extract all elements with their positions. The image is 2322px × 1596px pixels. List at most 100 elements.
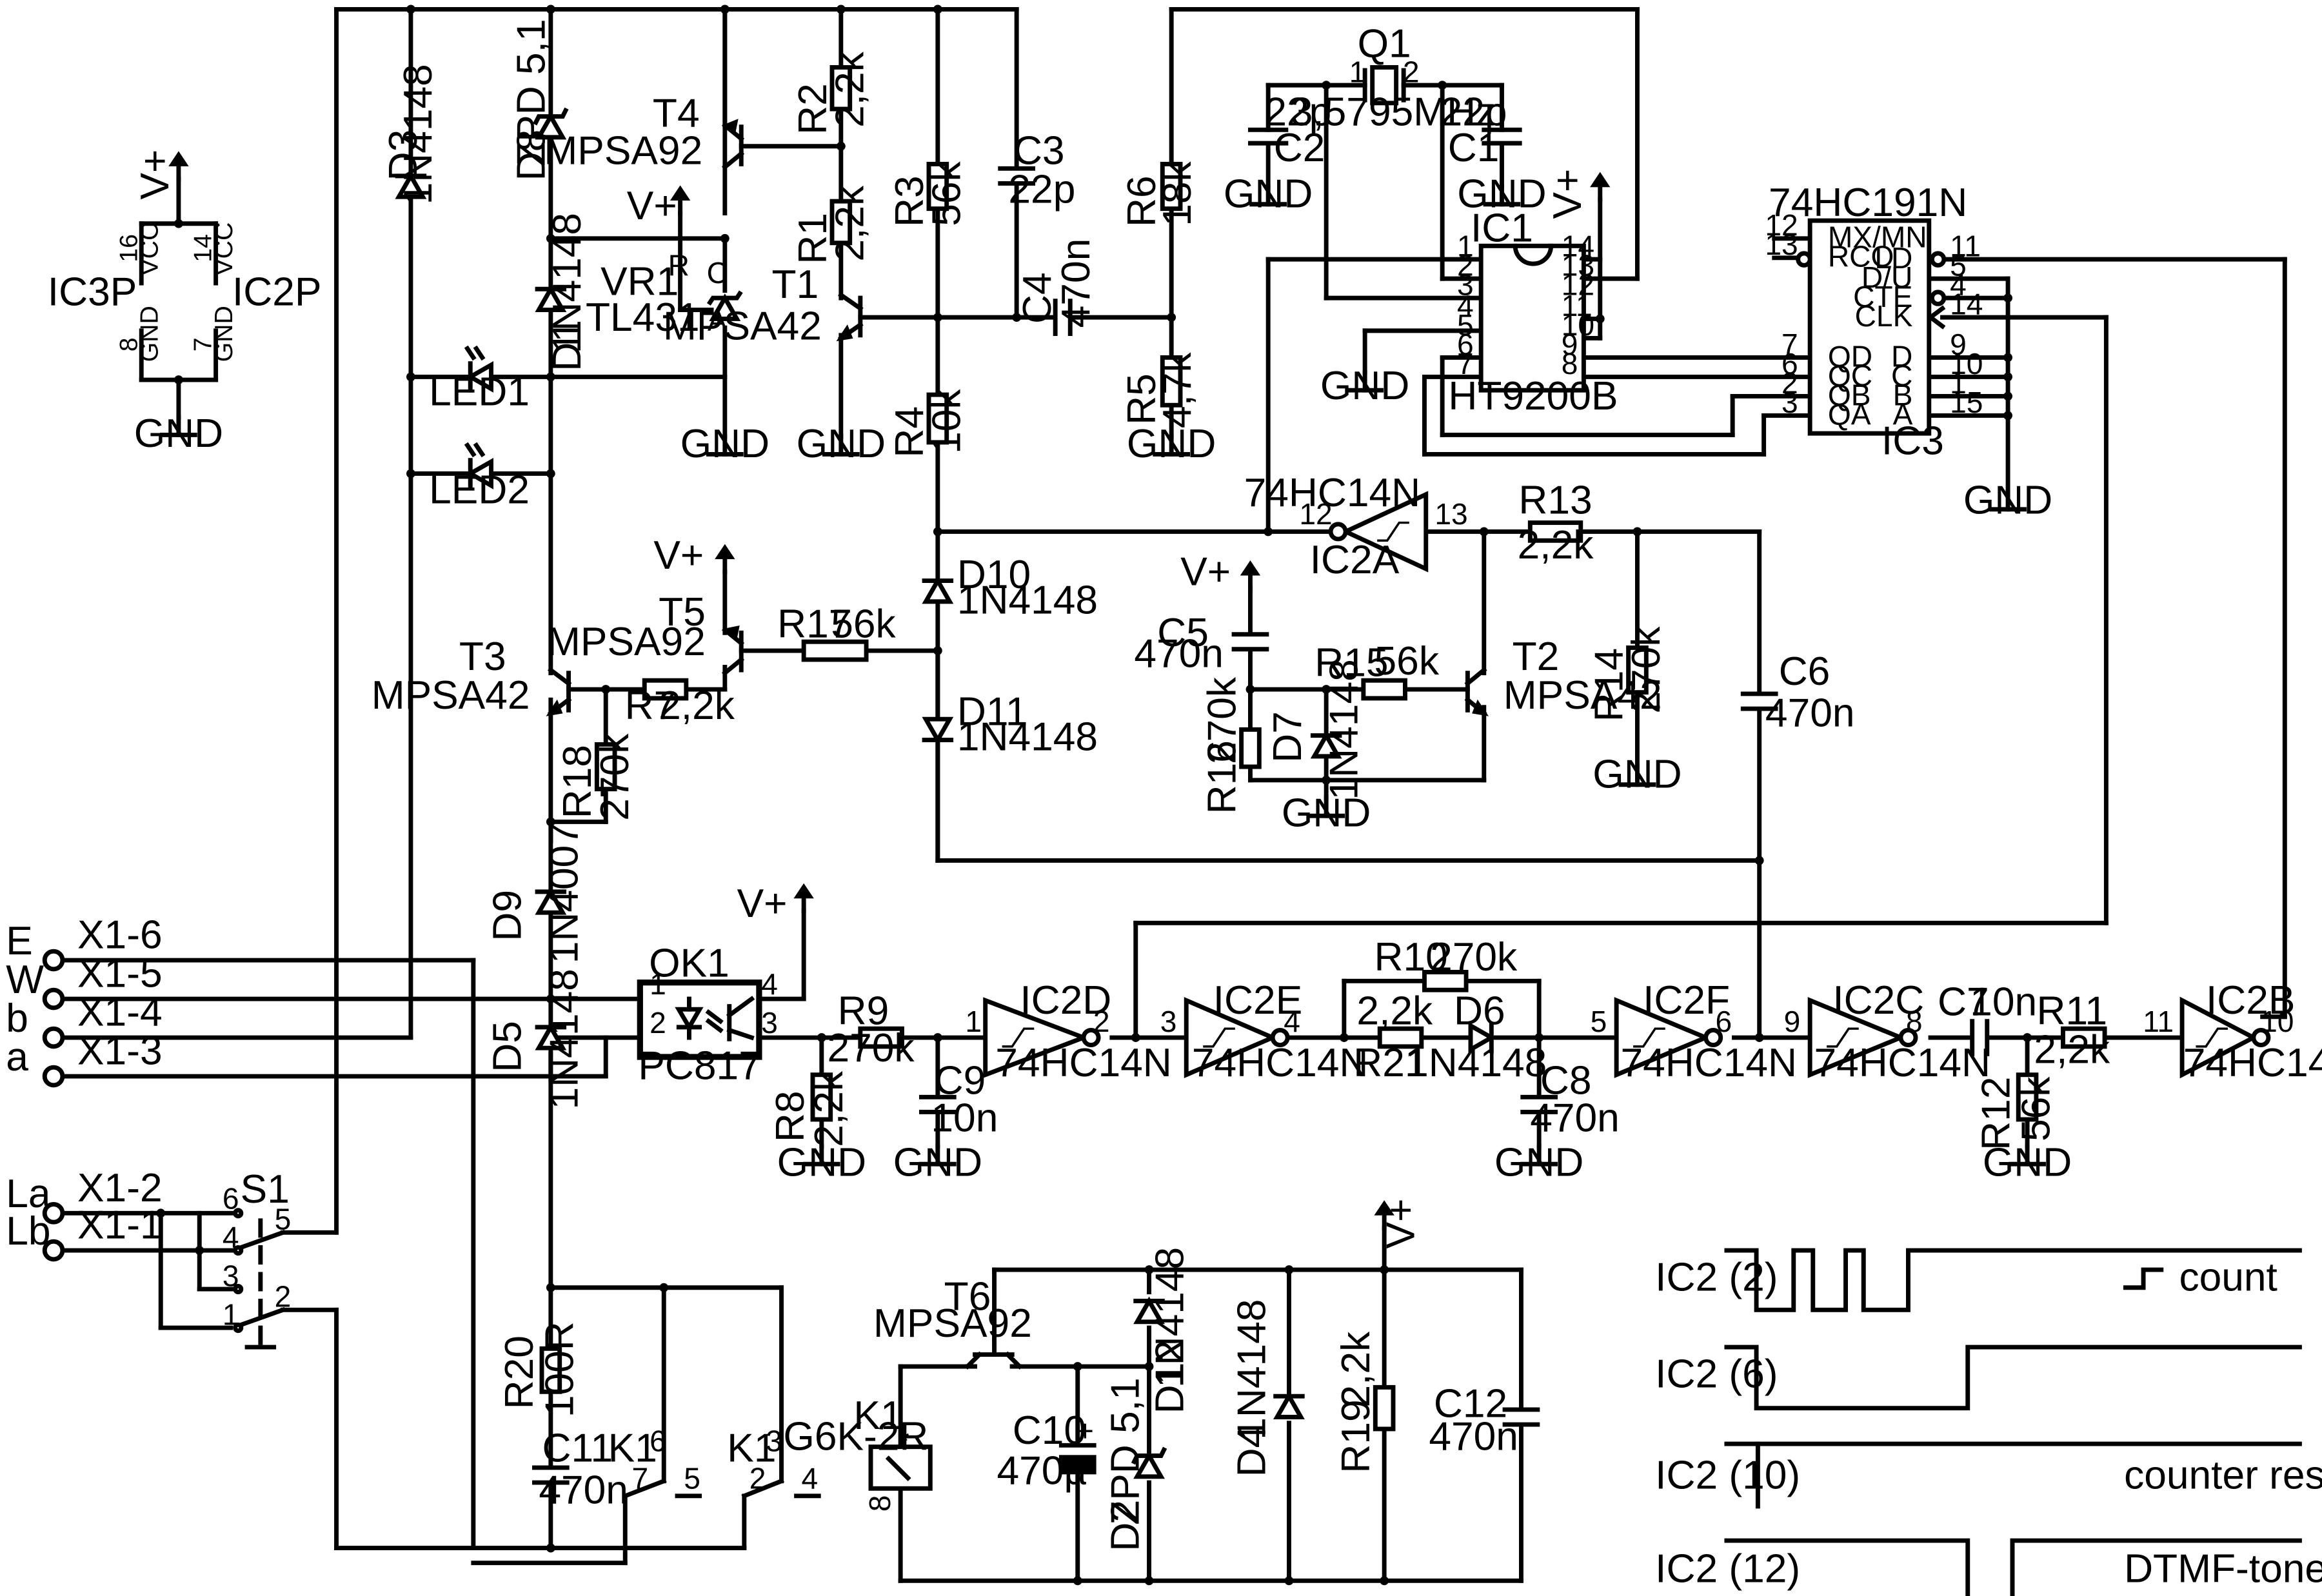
label-d1-value: 1N4148 bbox=[545, 213, 590, 353]
ic3-body bbox=[1796, 218, 1947, 436]
label-r9-value: 270k bbox=[827, 1026, 915, 1070]
cap-c4 bbox=[1053, 299, 1073, 336]
label-t2: T2 bbox=[1513, 635, 1560, 679]
label-c10-value: 470µ bbox=[997, 1448, 1087, 1493]
label-d9: D9 bbox=[486, 890, 530, 941]
resistor-r5 bbox=[1160, 355, 1183, 408]
waveform-ic2-2 bbox=[1724, 1248, 2302, 1312]
diode-d5 bbox=[535, 1022, 567, 1050]
label-ic2f: IC2F bbox=[1643, 978, 1730, 1023]
label-t1: T1 bbox=[772, 262, 819, 307]
resistor-r1 bbox=[829, 199, 853, 246]
svg-text:*: * bbox=[898, 1424, 909, 1458]
label-r15: R15 bbox=[1315, 640, 1388, 685]
svg-text:16: 16 bbox=[114, 234, 143, 262]
ic3-pin-number: 12 bbox=[1765, 208, 1798, 242]
label-r13-value: 2,2k bbox=[1518, 523, 1594, 567]
label-ic2e-type: 74HC14N bbox=[1192, 1041, 1369, 1085]
svg-text:7: 7 bbox=[189, 337, 217, 351]
gnd-label: GND bbox=[1963, 478, 2052, 523]
gnd-label: GND bbox=[1983, 1141, 2072, 1185]
label-d10-value: 1N4148 bbox=[957, 578, 1098, 622]
diode-d8 bbox=[533, 107, 569, 140]
svg-text:1: 1 bbox=[650, 967, 666, 1001]
svg-text:8: 8 bbox=[114, 337, 143, 351]
label-d9-value: 1N4007 bbox=[542, 823, 586, 963]
vplus-label: V+ bbox=[1180, 550, 1231, 595]
ic3-pin-number: 13 bbox=[1765, 228, 1798, 261]
ic1-pin-number: 13 bbox=[1562, 249, 1594, 282]
label-r8-value: 2,2k bbox=[807, 1070, 851, 1147]
label-ic2c: IC2C bbox=[1832, 978, 1924, 1023]
ic1-pin-number: 6 bbox=[1457, 328, 1474, 361]
relay-contacts-k1 bbox=[622, 1478, 821, 1499]
label-ic1: IC1 bbox=[1471, 206, 1533, 250]
connector-signal-label: La bbox=[6, 1172, 51, 1216]
ic3-pin-name: LD bbox=[1874, 241, 1912, 275]
inverter-ic2f bbox=[1614, 997, 1723, 1078]
label-led1: LED1 bbox=[429, 369, 530, 414]
label-c5: C5 bbox=[1157, 611, 1209, 655]
label-r18: R18 bbox=[555, 745, 600, 818]
ic3-pin-name: CTE bbox=[1853, 280, 1912, 313]
cap-c3 bbox=[998, 166, 1035, 186]
label-k1b: K1 bbox=[727, 1426, 776, 1471]
ic3-pin-number: 14 bbox=[1950, 288, 1983, 321]
connector-pin-label: X1-1 bbox=[77, 1203, 163, 1248]
label-r6-value: 18k bbox=[1155, 161, 1200, 226]
ic1-pin-number: 5 bbox=[1457, 308, 1474, 342]
label-ic2p: IC2P bbox=[232, 270, 322, 315]
svg-text:A: A bbox=[708, 304, 728, 337]
svg-text:1: 1 bbox=[965, 1005, 982, 1038]
label-vr1-value: TL431 bbox=[586, 295, 700, 340]
ic1-pin-number: 2 bbox=[1457, 249, 1474, 282]
label-r3: R3 bbox=[888, 175, 932, 227]
label-d8: D8 bbox=[510, 130, 554, 181]
inverter-ic2d bbox=[983, 997, 1101, 1078]
timing-label-ic2-10: IC2 (10) bbox=[1655, 1453, 1800, 1497]
connector-signal-label: E bbox=[6, 919, 33, 963]
svg-text:4: 4 bbox=[802, 1461, 819, 1495]
diode-d1 bbox=[535, 284, 567, 313]
svg-text:3: 3 bbox=[766, 1424, 782, 1458]
waveform-ic2-12 bbox=[1724, 1538, 2302, 1596]
label-r17: R17 bbox=[777, 602, 851, 646]
resistor-r15 bbox=[1361, 678, 1407, 701]
label-r4-value: 10k bbox=[924, 389, 969, 454]
label-d4: D4 bbox=[1230, 1426, 1275, 1477]
vplus-label: V+ bbox=[653, 533, 704, 578]
label-d6: D6 bbox=[1454, 989, 1505, 1033]
svg-text:VCC: VCC bbox=[135, 222, 164, 276]
label-r20-value: 100R bbox=[537, 1321, 582, 1417]
label-t3-value: MPSA42 bbox=[372, 673, 530, 718]
label-c12: C12 bbox=[1434, 1382, 1507, 1426]
connector-pin-label: X1-2 bbox=[77, 1166, 163, 1210]
svg-text:2: 2 bbox=[275, 1280, 292, 1314]
label-r16: R16 bbox=[1200, 740, 1244, 814]
label-c10: C10 bbox=[1013, 1408, 1086, 1453]
resistor-r8 bbox=[810, 1072, 833, 1122]
timing-annotation-counter-reset: counter reset bbox=[2124, 1453, 2322, 1497]
led-led2 bbox=[464, 442, 493, 489]
svg-text:C: C bbox=[707, 256, 728, 290]
label-ic1-value: HT9200B bbox=[1448, 374, 1618, 419]
svg-text:2: 2 bbox=[650, 1006, 666, 1039]
label-t5-value: MPSA92 bbox=[547, 620, 706, 664]
timing-annotation-dtmf-tone: DTMF-tone bbox=[2124, 1547, 2322, 1591]
inverter-ic2e bbox=[1184, 997, 1290, 1078]
ic3-pin-number: 11 bbox=[1950, 230, 1981, 263]
label-t6-value: MPSA92 bbox=[873, 1301, 1032, 1346]
label-d11-value: 1N4148 bbox=[957, 715, 1098, 760]
label-r12: R12 bbox=[1974, 1077, 2018, 1150]
ic1-pin-number: 3 bbox=[1457, 268, 1474, 302]
ic3-pin-number: 5 bbox=[1950, 249, 1967, 282]
resistor-r9 bbox=[858, 1026, 904, 1049]
inverter-ic2a bbox=[1328, 491, 1429, 573]
label-ic2b-type: 74HC14N bbox=[2183, 1041, 2322, 1085]
vplus-label: V+ bbox=[1545, 169, 1590, 219]
label-d4-value: 1N4148 bbox=[1230, 1299, 1275, 1440]
gnd-label: GND bbox=[1593, 752, 1682, 796]
cap-c12 bbox=[1502, 1407, 1540, 1427]
label-r11: R11 bbox=[2036, 989, 2107, 1033]
label-ok1: OK1 bbox=[649, 941, 729, 985]
